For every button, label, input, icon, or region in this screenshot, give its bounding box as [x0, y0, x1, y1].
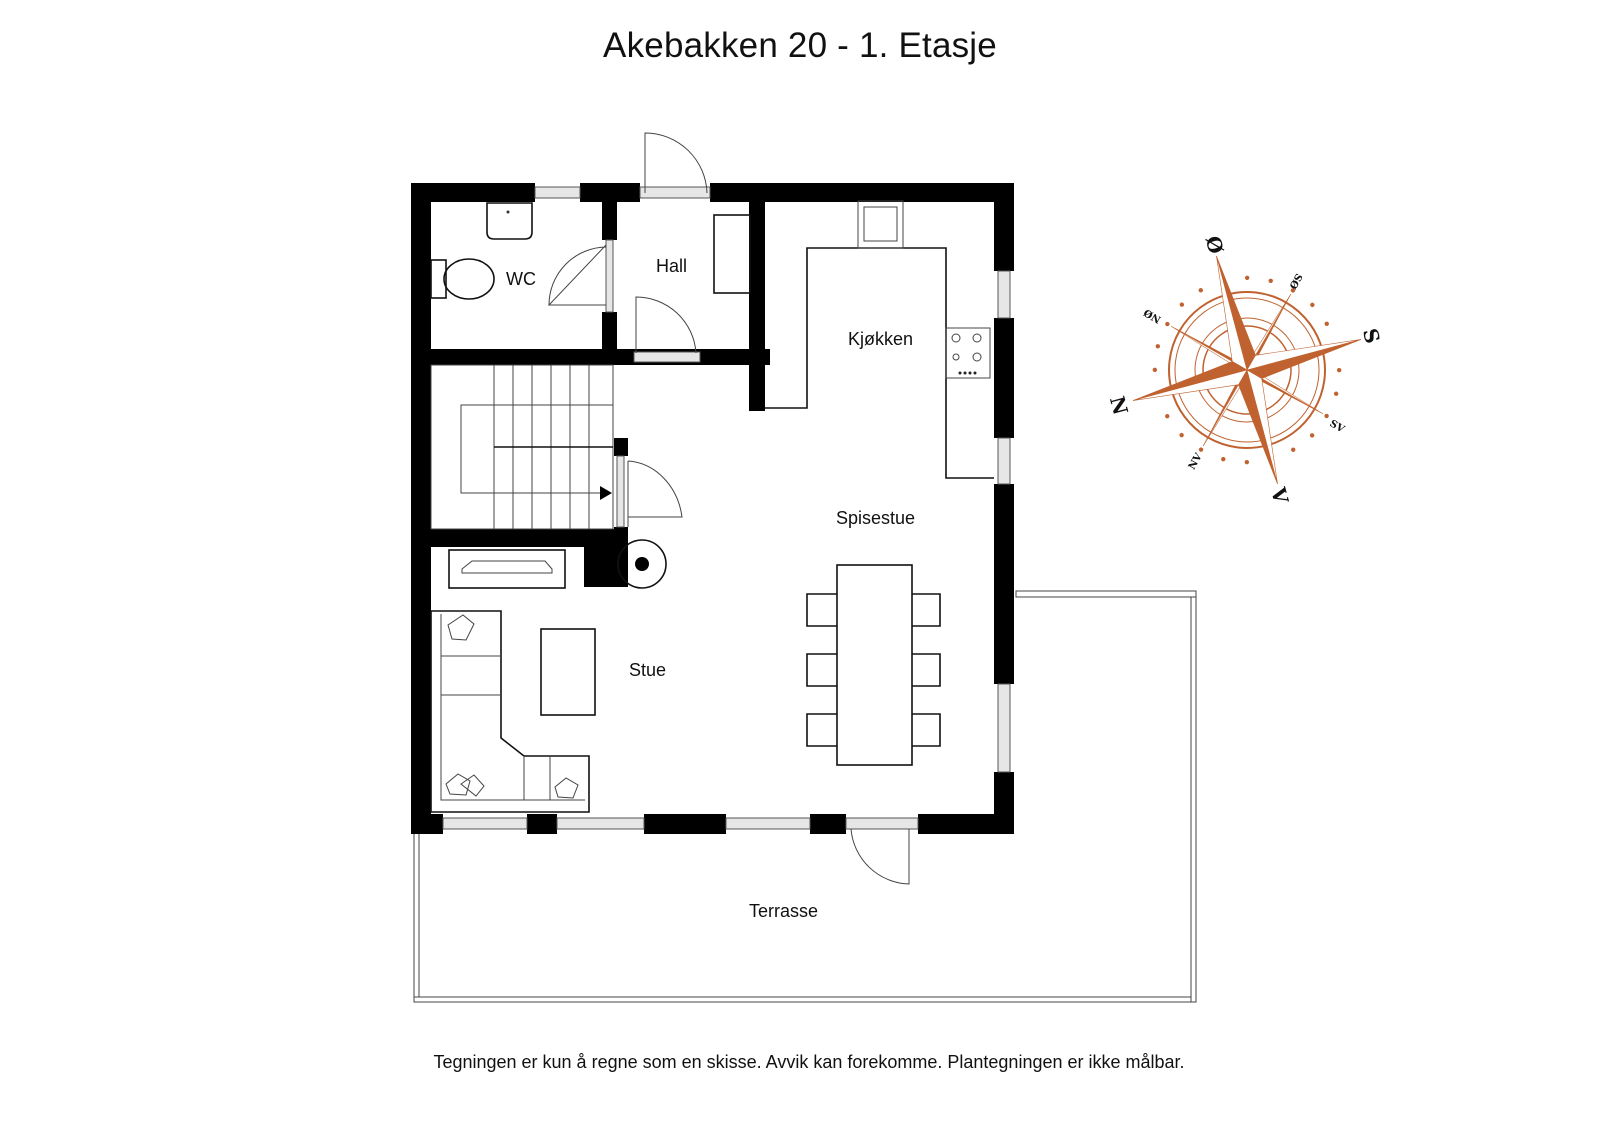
compass-southeast-label: SØ: [1286, 271, 1304, 291]
exterior-walls: [411, 183, 1014, 834]
fireplace: [617, 539, 667, 589]
room-label-dining: Spisestue: [836, 508, 915, 528]
room-label-terrace: Terrasse: [749, 901, 818, 921]
dining-set: [806, 564, 941, 766]
coffee-table: [540, 628, 596, 716]
terrace-outline: [413, 590, 1197, 1003]
compass-northeast-label: NØ: [1142, 306, 1163, 325]
compass-north-label: N: [1105, 394, 1133, 418]
corner-sofa: [430, 610, 590, 813]
compass-rose-icon: Ø S V N SØ SV NV NØ: [1105, 233, 1385, 507]
hall-cabinet: [713, 214, 751, 294]
staircase: [430, 364, 614, 530]
tv-bench: [448, 549, 566, 589]
page-title: Akebakken 20 - 1. Etasje: [603, 26, 997, 65]
room-label-wc: WC: [506, 269, 536, 289]
disclaimer-text: Tegningen er kun å regne som en skisse. …: [433, 1052, 1185, 1072]
room-label-kitchen: Kjøkken: [848, 329, 913, 349]
doors: [547, 132, 910, 885]
interior-walls: [411, 183, 770, 587]
wc-fixtures: [430, 202, 533, 300]
room-label-living: Stue: [629, 660, 666, 680]
windows: [442, 186, 1011, 830]
compass-southwest-label: SV: [1328, 418, 1347, 435]
compass-south-label: S: [1358, 326, 1385, 346]
kitchen-fixtures: [765, 200, 994, 479]
room-label-hall: Hall: [656, 256, 687, 276]
compass-west-label: V: [1266, 484, 1294, 507]
compass-east-label: Ø: [1201, 233, 1229, 256]
compass-northwest-label: NV: [1187, 451, 1205, 471]
